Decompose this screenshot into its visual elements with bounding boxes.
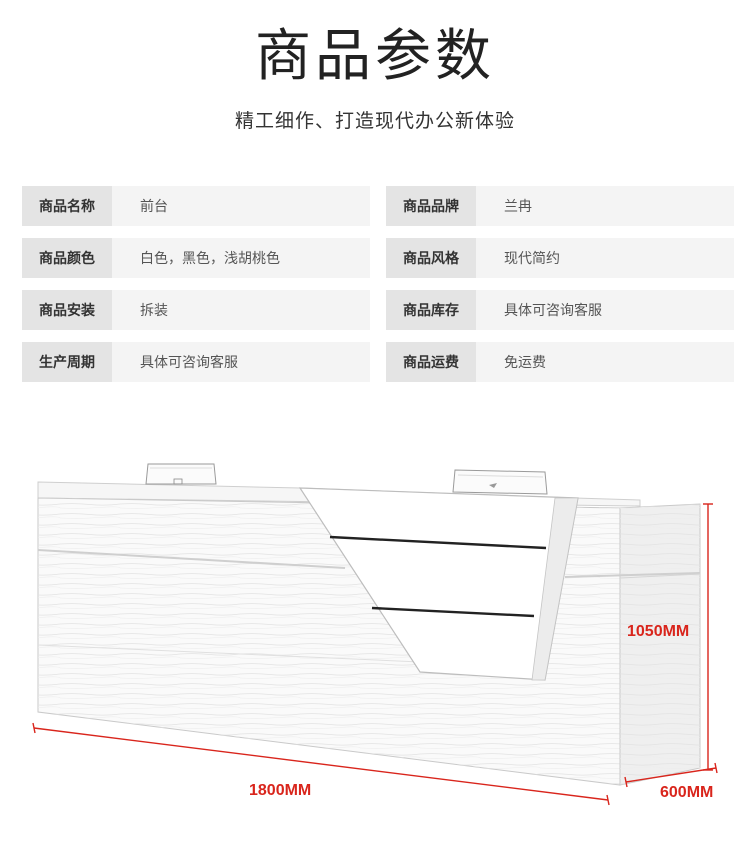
monitor-right (452, 469, 548, 495)
spec-item-style: 商品风格 现代简约 (386, 238, 734, 278)
depth-dimension-label: 600MM (660, 784, 714, 801)
spec-value: 白色，黑色，浅胡桃色 (140, 251, 280, 267)
spec-item-shipping: 商品运费 免运费 (386, 342, 734, 382)
spec-label: 商品库存 (386, 290, 476, 330)
spec-label: 生产周期 (22, 342, 112, 382)
spec-value: 免运费 (504, 355, 546, 371)
spec-label: 商品运费 (386, 342, 476, 382)
width-dimension-line (32, 722, 610, 806)
spec-label: 商品颜色 (22, 238, 112, 278)
spec-label: 商品名称 (22, 186, 112, 226)
spec-table: 商品名称 前台 商品品牌 兰冉 商品颜色 白色，黑色，浅胡桃色 商品风格 现代简… (22, 186, 734, 394)
spec-value: 前台 (140, 199, 168, 215)
spec-value: 具体可咨询客服 (140, 355, 238, 371)
width-dimension-label: 1800MM (249, 782, 312, 799)
page-title: 商品参数 (255, 24, 495, 89)
monitor-left (145, 463, 217, 485)
insert-stripe (371, 606, 535, 618)
spec-label: 商品安装 (22, 290, 112, 330)
spec-row: 生产周期 具体可咨询客服 商品运费 免运费 (22, 342, 734, 382)
spec-item-install: 商品安装 拆装 (22, 290, 370, 330)
insert-stripe (329, 535, 547, 550)
page-subtitle: 精工细作、打造现代办公新体验 (234, 110, 515, 132)
spec-value: 兰冉 (504, 199, 532, 215)
spec-item-name: 商品名称 前台 (22, 186, 370, 226)
height-dimension-label: 1050MM (627, 623, 690, 640)
product-illustration: 1050MM 1800MM 600MM (0, 440, 750, 840)
spec-value: 具体可咨询客服 (504, 303, 602, 319)
depth-dimension-line (624, 762, 718, 788)
spec-row: 商品名称 前台 商品品牌 兰冉 (22, 186, 734, 226)
reception-desk-drawing (32, 463, 718, 806)
spec-label: 商品风格 (386, 238, 476, 278)
spec-row: 商品安装 拆装 商品库存 具体可咨询客服 (22, 290, 734, 330)
spec-label: 商品品牌 (386, 186, 476, 226)
spec-value: 拆装 (140, 303, 168, 319)
spec-item-stock: 商品库存 具体可咨询客服 (386, 290, 734, 330)
spec-item-production: 生产周期 具体可咨询客服 (22, 342, 370, 382)
spec-item-brand: 商品品牌 兰冉 (386, 186, 734, 226)
spec-row: 商品颜色 白色，黑色，浅胡桃色 商品风格 现代简约 (22, 238, 734, 278)
spec-value: 现代简约 (504, 251, 560, 267)
height-dimension-line (703, 503, 713, 771)
spec-item-color: 商品颜色 白色，黑色，浅胡桃色 (22, 238, 370, 278)
